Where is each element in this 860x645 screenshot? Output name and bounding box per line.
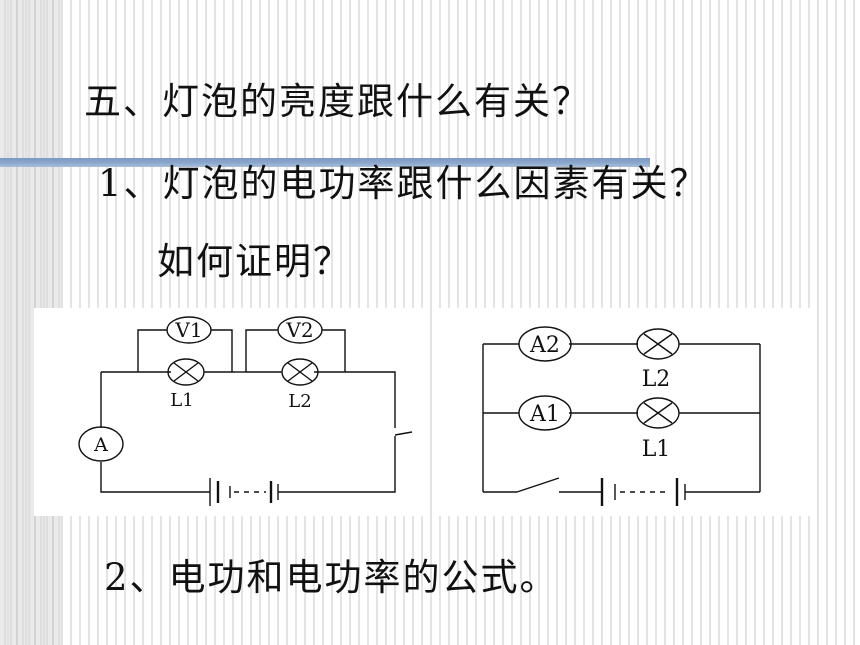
- voltmeter-2-label: V2: [285, 318, 313, 342]
- ammeter-2-label: A2: [529, 333, 560, 358]
- item-2-formulas: 2、电功和电功率的公式。: [104, 556, 559, 599]
- wire-v2-right: [322, 329, 346, 372]
- lamp-l2: [636, 328, 680, 360]
- lamp-l2-cross: [287, 362, 313, 382]
- wire-bottom-right: [278, 463, 396, 493]
- ammeter-1-label: A1: [529, 402, 560, 427]
- wire-v1-right: [211, 329, 233, 372]
- series-circuit-diagram: A V1 V2 L1 L2: [34, 308, 427, 516]
- voltmeter-v1: [166, 316, 212, 344]
- slide-heading: 五、灯泡的亮度跟什么有关？: [84, 80, 591, 123]
- voltmeter-v2: [277, 316, 323, 344]
- lamp-l1: [636, 397, 680, 429]
- question-1-followup: 如何证明？: [157, 240, 352, 283]
- switch-blade: [516, 477, 560, 493]
- title-divider: [0, 158, 650, 167]
- lamp-1-label: L1: [170, 390, 193, 411]
- ammeter-a2: [518, 326, 572, 362]
- lamp-l1-cross: [173, 362, 199, 382]
- switch-blade: [394, 418, 413, 463]
- voltmeter-1-label: V1: [174, 318, 202, 342]
- lamp-2-label: L2: [288, 391, 311, 412]
- ammeter-a1: [518, 395, 572, 431]
- question-1: 1、灯泡的电功率跟什么因素有关？: [98, 162, 709, 205]
- parallel-circuit-svg: A2 A1 L2 L1: [482, 326, 761, 506]
- wire-v1-left: [137, 329, 167, 372]
- ammeter-label: A: [93, 434, 108, 456]
- wire-bottom-left: [100, 462, 210, 493]
- lamp-1-label: L1: [642, 437, 671, 462]
- wire-v2-left: [245, 329, 278, 372]
- ammeter-a: [78, 426, 124, 462]
- series-circuit-svg: A V1 V2 L1 L2: [78, 316, 413, 506]
- lamp-2-label: L2: [642, 367, 671, 392]
- parallel-circuit-diagram: A2 A1 L2 L1: [437, 308, 810, 516]
- lamp-l2-cross: [643, 333, 673, 355]
- lamp-l1-cross: [643, 402, 673, 424]
- wire-top-right: [314, 371, 396, 418]
